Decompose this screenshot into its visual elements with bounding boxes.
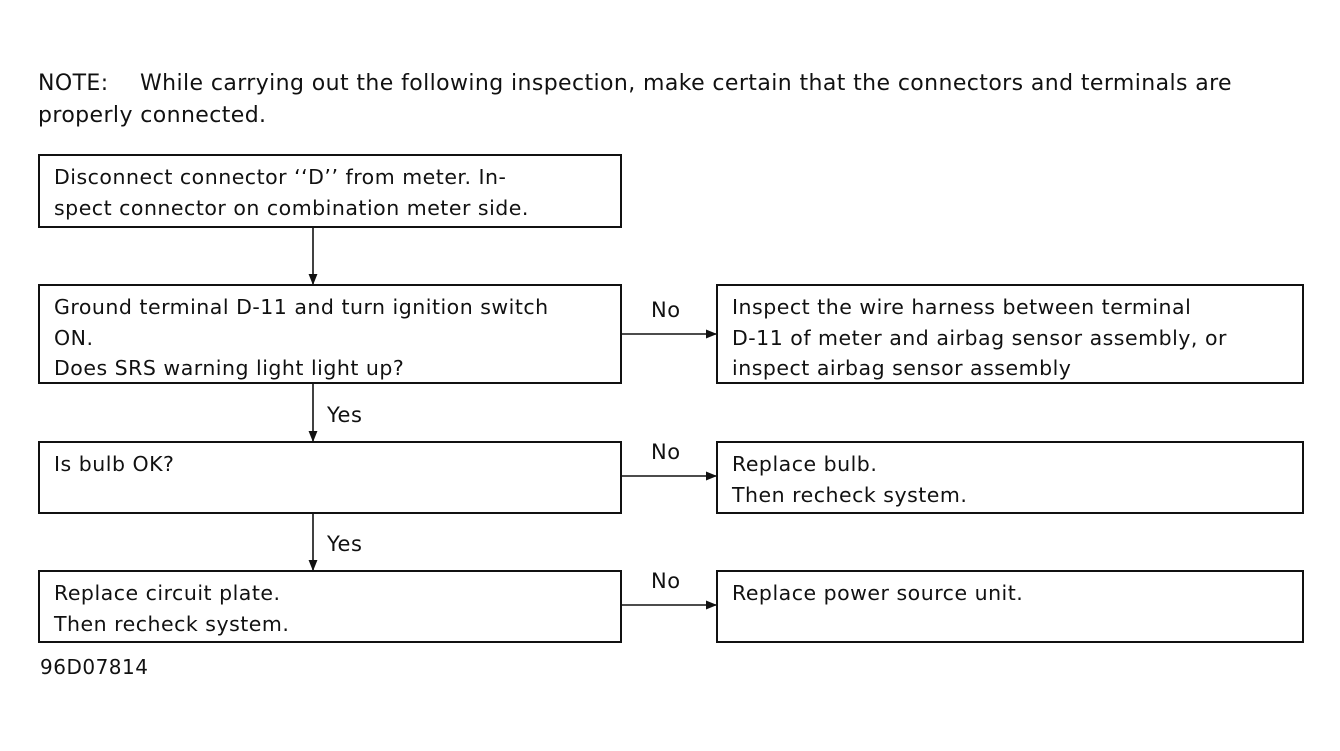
inspection-note: NOTE: While carrying out the following in… [38, 68, 1313, 132]
box-text-line: ON. [54, 325, 94, 350]
edge-label-no: No [651, 569, 681, 593]
edge-label-no: No [651, 440, 681, 464]
figure-id: 96D07814 [40, 655, 149, 679]
box-text-line: Replace bulb. [732, 452, 878, 476]
box-text-line: Ground terminal D-11 and turn ignition s… [54, 295, 549, 319]
note-text: While carrying out the following inspect… [140, 71, 1232, 96]
box-text-line: spect connector on combination meter sid… [54, 195, 529, 220]
box-text-line: Is bulb OK? [54, 452, 175, 476]
edge-label-no: No [651, 298, 681, 322]
edge-label-yes: Yes [327, 532, 363, 556]
box-text-line: Does SRS warning light light up? [54, 356, 405, 380]
edge-label-yes: Yes [327, 403, 363, 427]
step-disconnect-connector-box: Disconnect connector ‘‘D’’ from meter. I… [38, 154, 622, 228]
step-inspect-wire-harness-box: Inspect the wire harness between termina… [716, 284, 1304, 384]
step-replace-bulb-box: Replace bulb. Then recheck system. [716, 441, 1304, 514]
box-text-line: Replace power source unit. [732, 581, 1024, 605]
step-replace-power-source-box: Replace power source unit. [716, 570, 1304, 643]
note-text-continued: properly connected. [38, 103, 267, 128]
box-text-line: Then recheck system. [54, 611, 290, 636]
box-text-line: D-11 of meter and airbag sensor assembly… [732, 325, 1227, 350]
step-replace-circuit-plate-box: Replace circuit plate. Then recheck syst… [38, 570, 622, 643]
box-text-line: Replace circuit plate. [54, 581, 281, 605]
note-label: NOTE: [38, 71, 109, 96]
box-text-line: inspect airbag sensor assembly [732, 356, 1072, 380]
box-text-line: Inspect the wire harness between termina… [732, 295, 1192, 319]
box-text-line: Disconnect connector ‘‘D’’ from meter. I… [54, 165, 507, 189]
box-text-line: Then recheck system. [732, 482, 968, 507]
step-bulb-check-box: Is bulb OK? [38, 441, 622, 514]
step-ground-terminal-box: Ground terminal D-11 and turn ignition s… [38, 284, 622, 384]
